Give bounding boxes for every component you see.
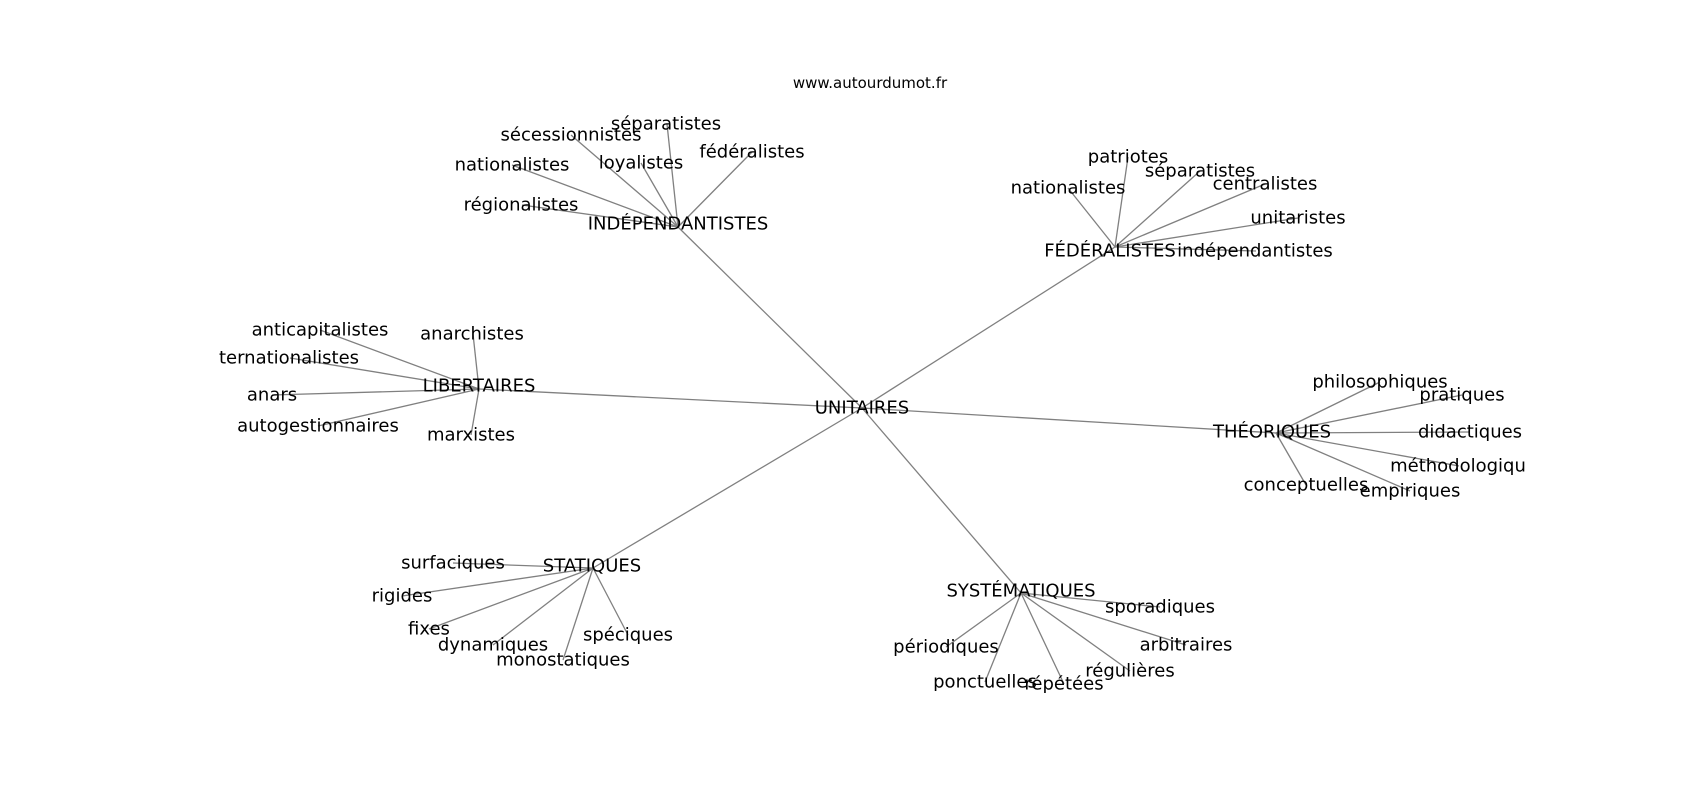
edge-libertaires-leaf-5 (470, 388, 480, 436)
leaf-node-label: rigides (372, 586, 433, 607)
leaf-node-label: marxistes (427, 425, 515, 446)
edge-statiques-leaf-4 (492, 567, 594, 646)
leaf-node-label: patriotes (1088, 147, 1168, 168)
cluster-node-label: FÉDÉRALISTES (1044, 240, 1176, 262)
leaf-node-label: surfaciques (401, 553, 505, 574)
edge-center-systematiques (861, 407, 1022, 594)
edge-statiques-leaf-5 (562, 567, 594, 661)
edge-independantistes-leaf-3 (511, 164, 679, 228)
leaf-node-label: régionalistes (464, 195, 579, 216)
leaf-node-label: sporadiques (1105, 597, 1215, 618)
leaf-node-label: centralistes (1213, 174, 1318, 195)
center-node-label: UNITAIRES (815, 398, 909, 419)
edge-statiques-leaf-1 (401, 567, 594, 597)
edge-federalistes-leaf-1 (1114, 170, 1201, 248)
leaf-node-label: pratiques (1419, 385, 1504, 406)
edge-theoriques-leaf-2 (1275, 431, 1471, 434)
leaf-node-label: anarchistes (420, 324, 524, 345)
leaf-node-label: nationalistes (455, 155, 570, 176)
edge-federalistes-leaf-4 (1114, 217, 1299, 248)
leaf-node-label: sécessionnistes (501, 125, 642, 146)
cluster-node-label: SYSTÉMATIQUES (946, 580, 1095, 602)
leaf-node-label: conceptuelles (1244, 475, 1369, 496)
cluster-node-label: LIBERTAIRES (423, 376, 536, 397)
edge-federalistes-leaf-0 (1114, 156, 1129, 248)
leaf-node-label: nationalistes (1011, 178, 1126, 199)
edge-systematiques-leaf-0 (1020, 592, 1161, 608)
edge-systematiques-leaf-1 (1020, 592, 1187, 646)
leaf-node-label: philosophiques (1312, 372, 1447, 393)
edge-systematiques-leaf-2 (945, 592, 1022, 648)
edge-statiques-leaf-2 (428, 567, 594, 630)
edge-theoriques-leaf-5 (1275, 432, 1411, 492)
labels-layer: www.autourdumot.frUNITAIRESséparatistess… (219, 74, 1526, 695)
leaf-node-label: empiriques (1360, 481, 1461, 502)
cluster-node-label: THÉORIQUES (1212, 421, 1331, 443)
edge-theoriques-leaf-0 (1275, 381, 1381, 434)
edge-libertaires-leaf-2 (289, 357, 480, 390)
leaf-node-label: anars (247, 385, 297, 406)
edge-statiques-leaf-0 (452, 562, 594, 569)
edge-independantistes-leaf-1 (570, 134, 679, 228)
leaf-node-label: méthodologiqu (1390, 456, 1526, 477)
edge-libertaires-leaf-3 (271, 388, 480, 396)
edge-systematiques-leaf-5 (1020, 592, 1065, 685)
cluster-node-label: STATIQUES (543, 556, 641, 577)
leaf-node-label: anticapitalistes (252, 320, 389, 341)
leaf-node-label: séparatistes (1145, 161, 1255, 182)
edge-center-federalistes (861, 246, 1116, 409)
leaf-node-label: répétées (1024, 674, 1103, 695)
edge-independantistes-leaf-4 (640, 162, 679, 228)
leaf-node-label: dynamiques (438, 635, 548, 656)
edges-layer (271, 123, 1471, 685)
edge-libertaires-leaf-0 (319, 329, 480, 390)
leaf-node-label: monostatiques (496, 650, 630, 671)
edge-center-statiques (592, 407, 863, 569)
edge-libertaires-leaf-1 (472, 333, 480, 390)
leaf-node-label: ternationalistes (219, 348, 359, 369)
edge-statiques-leaf-3 (592, 567, 629, 636)
edge-theoriques-leaf-3 (1275, 432, 1460, 467)
leaf-node-label: ponctuelles (933, 672, 1037, 693)
leaf-node-label: indépendantistes (1177, 241, 1333, 262)
edge-independantistes-leaf-0 (666, 123, 679, 228)
edge-center-independantistes (677, 226, 863, 409)
leaf-node-label: fédéralistes (699, 142, 804, 163)
edge-theoriques-leaf-1 (1275, 394, 1463, 434)
edge-theoriques-leaf-4 (1275, 432, 1307, 486)
leaf-node-label: loyalistes (599, 153, 684, 174)
leaf-node-label: fixes (408, 619, 450, 640)
edge-independantistes-leaf-2 (677, 151, 753, 228)
cluster-node-label: INDÉPENDANTISTES (588, 213, 769, 235)
edge-federalistes-leaf-2 (1067, 187, 1116, 248)
leaf-node-label: unitaristes (1250, 208, 1345, 229)
leaf-node-label: autogestionnaires (237, 416, 399, 437)
leaf-node-label: séparatistes (611, 114, 721, 135)
edge-center-theoriques (861, 407, 1277, 434)
site-label: www.autourdumot.fr (793, 74, 948, 92)
leaf-node-label: régulières (1085, 661, 1174, 682)
leaf-node-label: didactiques (1418, 422, 1522, 443)
edge-center-libertaires (478, 388, 863, 409)
leaf-node-label: spéciques (583, 625, 673, 646)
edge-independantistes-leaf-5 (521, 204, 679, 228)
leaf-node-label: périodiques (893, 637, 999, 658)
leaf-node-label: arbitraires (1140, 635, 1233, 656)
edge-libertaires-leaf-4 (317, 388, 480, 427)
edge-systematiques-leaf-3 (1020, 592, 1131, 672)
edge-systematiques-leaf-4 (984, 592, 1022, 683)
edge-federalistes-leaf-5 (1114, 246, 1257, 252)
edge-federalistes-leaf-3 (1114, 183, 1266, 248)
